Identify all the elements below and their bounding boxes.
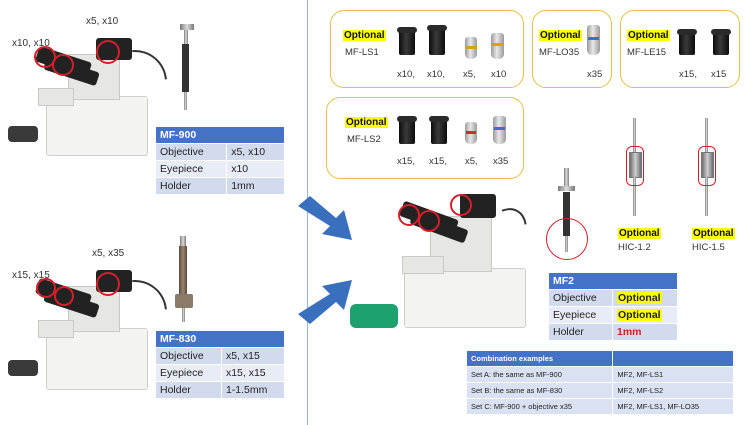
mag-label: x15, bbox=[397, 156, 415, 167]
eyepiece-image bbox=[677, 29, 697, 55]
mf900-objective-mag-label: x5, x10 bbox=[86, 16, 119, 27]
mf-lo35-name: MF-LO35 bbox=[539, 47, 580, 58]
optional-tag: Optional bbox=[539, 30, 582, 41]
mf830-holder-image bbox=[172, 236, 198, 326]
mag-label: x5, bbox=[465, 156, 478, 167]
optional-tag: Optional bbox=[618, 228, 661, 239]
mf900-holder-image bbox=[176, 24, 196, 114]
mag-label: x35 bbox=[493, 156, 509, 167]
objective-image bbox=[493, 116, 506, 144]
mag-label: x35 bbox=[587, 69, 603, 80]
optional-value: Optional bbox=[617, 292, 662, 304]
section-divider bbox=[307, 0, 308, 425]
eyepiece-image bbox=[397, 27, 417, 55]
mf900-table-title: MF-900 bbox=[155, 126, 285, 144]
arrow-up-right-icon bbox=[298, 280, 352, 324]
objective-image bbox=[491, 33, 504, 59]
mag-label: x10, bbox=[397, 69, 415, 80]
mf830-objective-mag-label: x5, x35 bbox=[92, 248, 125, 259]
optional-value: Optional bbox=[617, 309, 662, 321]
mf-le15-name: MF-LE15 bbox=[627, 47, 667, 58]
mf830-eyepiece-mag-label: x15, x15 bbox=[12, 270, 50, 281]
holder-value: 1mm bbox=[617, 326, 642, 338]
mag-label: x10 bbox=[491, 69, 507, 80]
optional-tag: Optional bbox=[343, 30, 386, 41]
mf-ls1-option-box: Optional MF-LS1 x10, x10, x5, x10 bbox=[330, 10, 524, 88]
eyepiece-image bbox=[429, 116, 449, 144]
combination-header: Combination examples bbox=[465, 350, 614, 367]
eyepiece-image bbox=[397, 116, 417, 144]
objective-image bbox=[587, 25, 600, 55]
mag-label: x5, bbox=[463, 69, 476, 80]
hic-1-2-name: HIC-1.2 bbox=[618, 242, 651, 253]
holder-highlight-circle bbox=[546, 218, 588, 260]
eyepiece-image bbox=[711, 29, 731, 55]
mf830-table-title: MF-830 bbox=[155, 330, 285, 348]
optional-tag: Optional bbox=[692, 228, 735, 239]
eyepiece-image bbox=[427, 25, 447, 55]
mf-ls2-option-box: Optional MF-LS2 x15, x15, x5, x35 bbox=[326, 97, 524, 179]
mag-label: x15, bbox=[679, 69, 697, 80]
mf830-microscope-image bbox=[8, 258, 181, 398]
mf-ls2-name: MF-LS2 bbox=[347, 134, 381, 145]
mag-label: x10, bbox=[427, 69, 445, 80]
mf900-eyepiece-mag-label: x10, x10 bbox=[12, 38, 50, 49]
arrow-down-right-icon bbox=[298, 196, 352, 240]
mf2-table-title: MF2 bbox=[548, 272, 678, 290]
mag-label: x15, bbox=[429, 156, 447, 167]
optional-tag: Optional bbox=[345, 117, 388, 128]
optional-tag: Optional bbox=[627, 30, 670, 41]
hic-1-5-name: HIC-1.5 bbox=[692, 242, 725, 253]
objective-image bbox=[465, 37, 477, 59]
mf2-microscope-image bbox=[340, 186, 540, 346]
mf900-microscope-image bbox=[8, 28, 181, 168]
mf-le15-option-box: Optional MF-LE15 x15, x15 bbox=[620, 10, 740, 88]
hic-1-5-holder-image bbox=[692, 118, 722, 222]
mag-label: x15 bbox=[711, 69, 727, 80]
mf-lo35-option-box: Optional MF-LO35 x35 bbox=[532, 10, 612, 88]
hic-1-2-holder-image bbox=[620, 118, 650, 222]
objective-image bbox=[465, 122, 477, 144]
combination-table: Combination examples Set A: the same as … bbox=[465, 350, 734, 415]
mf-ls1-name: MF-LS1 bbox=[345, 47, 379, 58]
